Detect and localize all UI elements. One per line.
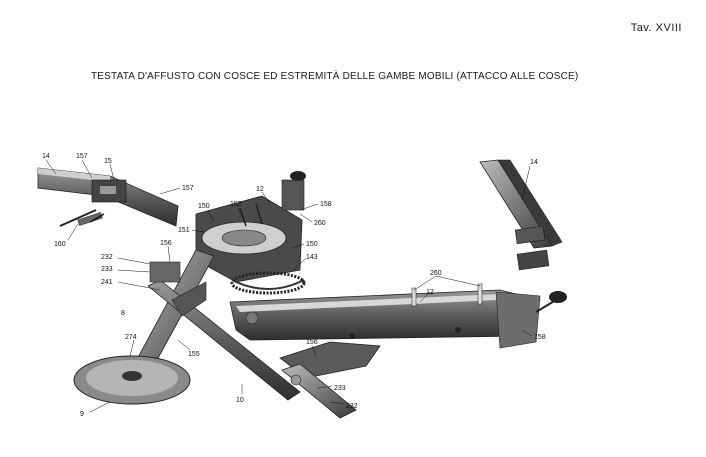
callout-241: 241 bbox=[101, 279, 113, 286]
callout-12: 12 bbox=[256, 186, 264, 193]
callout-157: 157 bbox=[182, 185, 194, 192]
callout-233: 233 bbox=[334, 385, 346, 392]
callout-10: 10 bbox=[236, 397, 244, 404]
turntable-head bbox=[195, 171, 306, 295]
callout-152: 152 bbox=[230, 201, 242, 208]
callout-274: 274 bbox=[125, 334, 137, 341]
callout-labels: 14 157 15 157 160 150 152 12 158 260 151… bbox=[42, 153, 546, 418]
page-title: TESTATA D'AFFUSTO CON COSCE ED ESTREMITÀ… bbox=[91, 71, 579, 82]
callout-155: 155 bbox=[188, 351, 200, 358]
lower-fitting bbox=[279, 341, 381, 419]
callout-8: 8 bbox=[121, 310, 125, 317]
callout-232: 232 bbox=[346, 403, 358, 410]
callout-150: 150 bbox=[198, 203, 210, 210]
callout-9: 9 bbox=[80, 411, 84, 418]
callout-232: 232 bbox=[101, 254, 113, 261]
callout-158: 158 bbox=[320, 201, 332, 208]
callout-150: 150 bbox=[306, 241, 318, 248]
callout-156: 156 bbox=[306, 339, 318, 346]
callout-151: 151 bbox=[178, 227, 190, 234]
main-trail-arm bbox=[229, 283, 567, 349]
callout-14: 14 bbox=[530, 159, 538, 166]
plate-number: Tav. XVIII bbox=[630, 22, 682, 34]
callout-156: 156 bbox=[160, 240, 172, 247]
legs-assembly bbox=[127, 249, 301, 401]
callout-158: 158 bbox=[534, 334, 546, 341]
base-plate bbox=[73, 355, 191, 405]
callout-260: 260 bbox=[430, 270, 442, 277]
callout-12: 12 bbox=[426, 289, 434, 296]
leader-lines bbox=[45, 159, 533, 413]
callout-157: 157 bbox=[76, 153, 88, 160]
trail-section-detail bbox=[479, 159, 563, 271]
callout-14: 14 bbox=[42, 153, 50, 160]
callout-15: 15 bbox=[104, 158, 112, 165]
callout-233: 233 bbox=[101, 266, 113, 273]
callout-260: 260 bbox=[314, 220, 326, 227]
trail-end-detail bbox=[37, 167, 179, 227]
callout-160: 160 bbox=[54, 241, 66, 248]
callout-143: 143 bbox=[306, 254, 318, 261]
